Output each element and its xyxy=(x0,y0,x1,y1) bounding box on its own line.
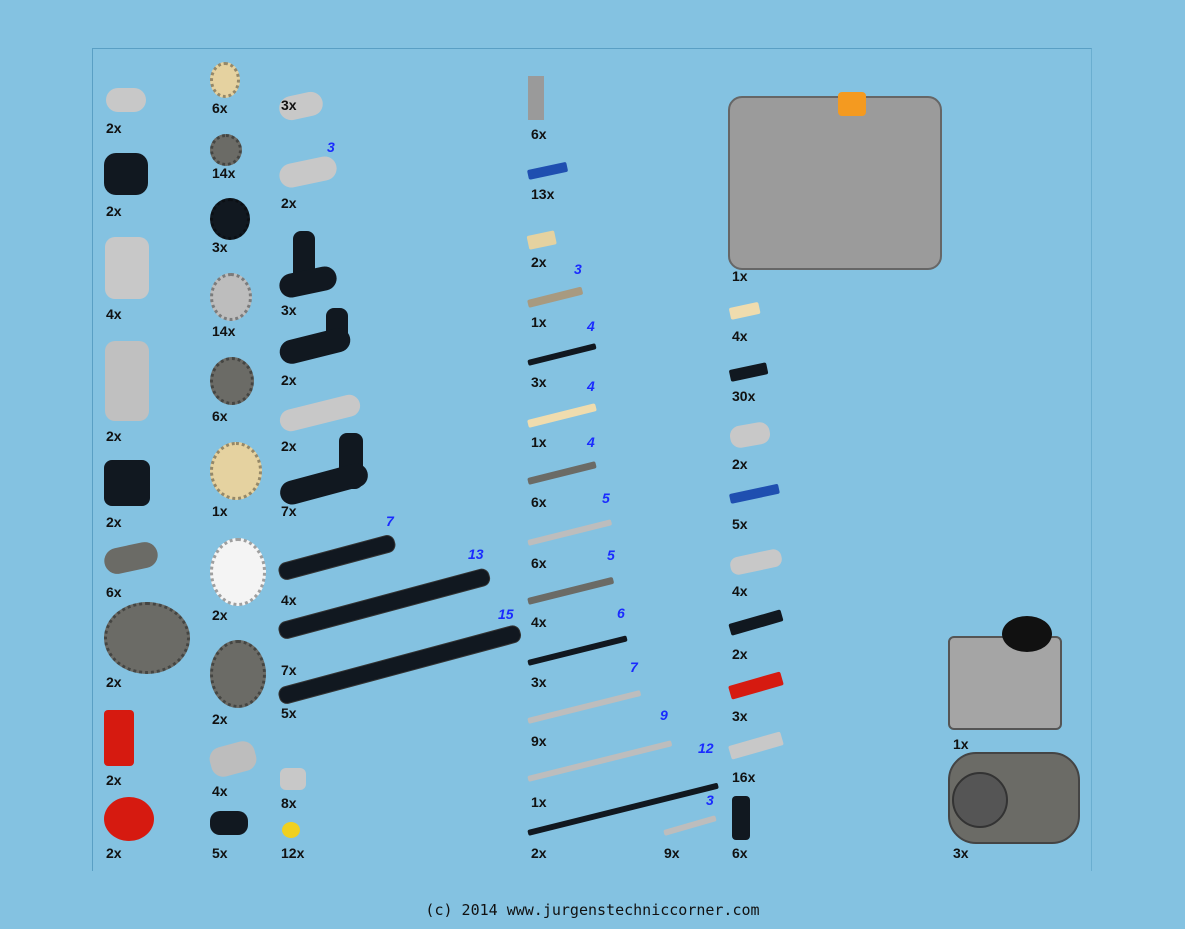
part-quantity: 6x xyxy=(531,126,547,142)
half-bush-image xyxy=(282,822,300,838)
length-label: 3 xyxy=(327,139,335,155)
part-quantity: 9x xyxy=(664,845,680,861)
part-quantity: 3x xyxy=(953,845,969,861)
part-quantity: 9x xyxy=(531,733,547,749)
part-quantity: 2x xyxy=(281,372,297,388)
length-label: 4 xyxy=(587,378,595,394)
battery-box-switch xyxy=(838,92,866,116)
part-quantity: 1x xyxy=(212,503,228,519)
part-quantity: 1x xyxy=(732,268,748,284)
part-image xyxy=(105,341,149,421)
part-quantity: 7x xyxy=(281,503,297,519)
length-label: 13 xyxy=(468,546,484,562)
length-label: 9 xyxy=(660,707,668,723)
length-label: 6 xyxy=(617,605,625,621)
part-quantity: 4x xyxy=(106,306,122,322)
part-image xyxy=(104,460,150,506)
differential-gear-image xyxy=(104,602,190,674)
part-image xyxy=(732,796,750,840)
part-quantity: 3x xyxy=(281,302,297,318)
part-quantity: 3x xyxy=(281,97,297,113)
part-quantity: 7x xyxy=(281,662,297,678)
gear-image xyxy=(210,442,262,500)
part-quantity: 5x xyxy=(732,516,748,532)
length-label: 12 xyxy=(698,740,714,756)
part-quantity: 2x xyxy=(281,438,297,454)
part-quantity: 14x xyxy=(212,323,236,339)
part-quantity: 5x xyxy=(281,705,297,721)
part-quantity: 6x xyxy=(106,584,122,600)
part-quantity: 2x xyxy=(732,456,748,472)
part-quantity: 6x xyxy=(212,408,228,424)
part-quantity: 4x xyxy=(531,614,547,630)
part-quantity: 30x xyxy=(732,388,756,404)
part-quantity: 4x xyxy=(281,592,297,608)
part-quantity: 6x xyxy=(531,494,547,510)
ir-receiver-window xyxy=(1002,616,1052,652)
part-image xyxy=(210,811,248,835)
copyright-footer: (c) 2014 www.jurgenstechniccorner.com xyxy=(425,901,760,919)
part-quantity: 1x xyxy=(531,794,547,810)
part-quantity: 6x xyxy=(212,100,228,116)
gear-image xyxy=(210,273,252,321)
part-quantity: 4x xyxy=(212,783,228,799)
part-quantity: 4x xyxy=(732,583,748,599)
length-label: 15 xyxy=(498,606,514,622)
part-quantity: 4x xyxy=(732,328,748,344)
part-quantity: 16x xyxy=(732,769,756,785)
part-quantity: 1x xyxy=(531,314,547,330)
part-quantity: 3x xyxy=(531,374,547,390)
part-quantity: 1x xyxy=(953,736,969,752)
gear-image xyxy=(210,538,266,606)
length-label: 4 xyxy=(587,318,595,334)
length-label: 4 xyxy=(587,434,595,450)
part-quantity: 5x xyxy=(212,845,228,861)
part-quantity: 2x xyxy=(106,203,122,219)
part-quantity: 3x xyxy=(732,708,748,724)
part-quantity: 3x xyxy=(212,239,228,255)
part-quantity: 2x xyxy=(106,514,122,530)
length-label: 5 xyxy=(607,547,615,563)
battery-box-image xyxy=(728,96,942,270)
ir-receiver-image xyxy=(948,636,1062,730)
part-quantity: 2x xyxy=(106,845,122,861)
gear-image xyxy=(210,134,242,166)
part-quantity: 2x xyxy=(106,120,122,136)
part-quantity: 14x xyxy=(212,165,236,181)
part-image xyxy=(106,88,146,112)
part-quantity: 2x xyxy=(531,845,547,861)
part-quantity: 2x xyxy=(531,254,547,270)
gear-image xyxy=(210,198,250,240)
part-quantity: 1x xyxy=(531,434,547,450)
part-quantity: 2x xyxy=(212,711,228,727)
parts-list-panel xyxy=(92,48,1092,871)
part-quantity: 2x xyxy=(106,772,122,788)
part-quantity: 2x xyxy=(106,674,122,690)
part-quantity: 8x xyxy=(281,795,297,811)
length-label: 7 xyxy=(386,513,394,529)
part-quantity: 2x xyxy=(281,195,297,211)
gear-image xyxy=(210,357,254,405)
gear-image xyxy=(210,640,266,708)
part-quantity: 13x xyxy=(531,186,555,202)
motor-face xyxy=(952,772,1008,828)
part-quantity: 3x xyxy=(531,674,547,690)
part-quantity: 12x xyxy=(281,845,305,861)
part-image xyxy=(104,797,154,841)
part-image xyxy=(104,710,134,766)
length-label: 3 xyxy=(706,792,714,808)
bush-image xyxy=(280,768,306,790)
gear-image xyxy=(210,62,240,98)
part-image xyxy=(104,153,148,195)
part-image xyxy=(105,237,149,299)
part-quantity: 2x xyxy=(732,646,748,662)
part-image xyxy=(528,76,544,120)
length-label: 5 xyxy=(602,490,610,506)
part-quantity: 2x xyxy=(106,428,122,444)
part-quantity: 2x xyxy=(212,607,228,623)
length-label: 3 xyxy=(574,261,582,277)
part-quantity: 6x xyxy=(732,845,748,861)
part-quantity: 6x xyxy=(531,555,547,571)
length-label: 7 xyxy=(630,659,638,675)
